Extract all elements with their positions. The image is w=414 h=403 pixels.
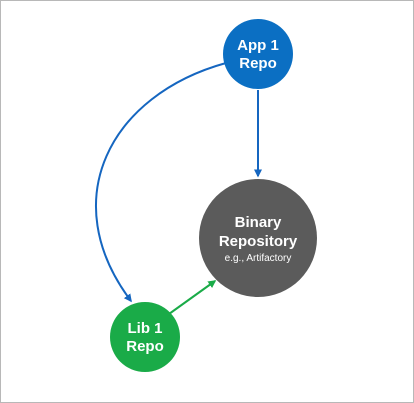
app1-node: App 1 Repo — [223, 19, 293, 89]
edge-app1-to-lib1 — [95, 62, 227, 303]
app1-label-line1: App 1 — [237, 37, 279, 54]
binary-repository-label-line1: Binary — [235, 214, 282, 231]
binary-repository-node: Binary Repository e.g., Artifactory — [199, 179, 317, 297]
binary-repository-label-line3: e.g., Artifactory — [225, 253, 292, 264]
lib1-label-line2: Repo — [126, 338, 164, 355]
app1-label-line2: Repo — [239, 55, 277, 72]
edge-lib1-to-binary — [168, 280, 217, 315]
binary-repository-label-line2: Repository — [219, 233, 298, 250]
app1-circle — [223, 19, 293, 89]
lib1-circle — [110, 302, 180, 372]
lib1-node: Lib 1 Repo — [110, 302, 180, 372]
lib1-label-line1: Lib 1 — [127, 320, 162, 337]
binary-repository-circle — [199, 179, 317, 297]
